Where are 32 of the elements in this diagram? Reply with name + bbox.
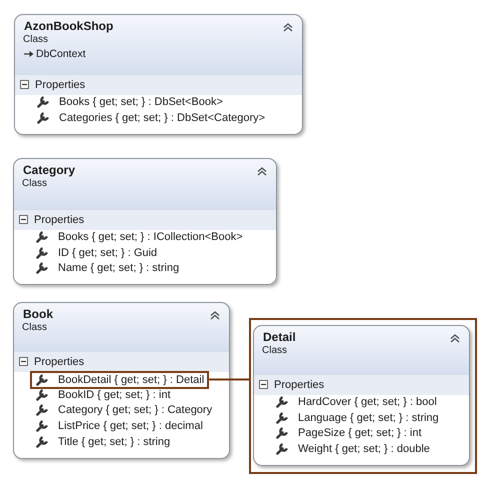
property-text: Language { get; set; } : string xyxy=(298,410,439,425)
class-card xyxy=(13,158,277,285)
class-kind-label: Class xyxy=(23,33,48,47)
property-text: HardCover { get; set; } : bool xyxy=(298,395,437,409)
property-text: Categories { get; set; } : DbSet<Category> xyxy=(59,110,266,125)
property-text: Books { get; set; } : ICollection<Book> xyxy=(58,230,243,244)
property-text: Weight { get; set; } : double xyxy=(298,442,430,456)
class-card xyxy=(14,14,303,135)
section-title: Properties xyxy=(34,213,84,228)
class-name: Detail xyxy=(263,330,296,344)
base-class-name: DbContext xyxy=(36,47,86,61)
class-card xyxy=(13,302,230,459)
property-text: Title { get; set; } : string xyxy=(58,434,170,449)
property-text: Name { get; set; } : string xyxy=(58,261,180,276)
class-kind-label: Class xyxy=(22,321,48,335)
class-name: AzonBookShop xyxy=(24,19,114,33)
property-text: BookID { get; set; } : int xyxy=(58,388,171,402)
class-kind-label: Class xyxy=(262,344,288,358)
property-text: ID { get; set; } : Guid xyxy=(58,246,158,260)
highlighted-row xyxy=(30,370,210,388)
property-text: Category { get; set; } : Category xyxy=(58,403,212,418)
section-title: Properties xyxy=(35,78,86,93)
property-text: ListPrice { get; set; } : decimal xyxy=(58,419,203,434)
property-text: PageSize { get; set; } : int xyxy=(298,426,422,440)
connector-line xyxy=(209,378,249,380)
section-title: Properties xyxy=(274,378,324,393)
section-title: Properties xyxy=(34,355,84,370)
class-name: Book xyxy=(23,307,53,321)
class-name: Category xyxy=(23,163,76,177)
property-text: BookDetail { get; set; } : Detail xyxy=(58,372,204,386)
class-kind-label: Class xyxy=(22,177,48,191)
property-text: Books { get; set; } : DbSet<Book> xyxy=(59,95,223,109)
